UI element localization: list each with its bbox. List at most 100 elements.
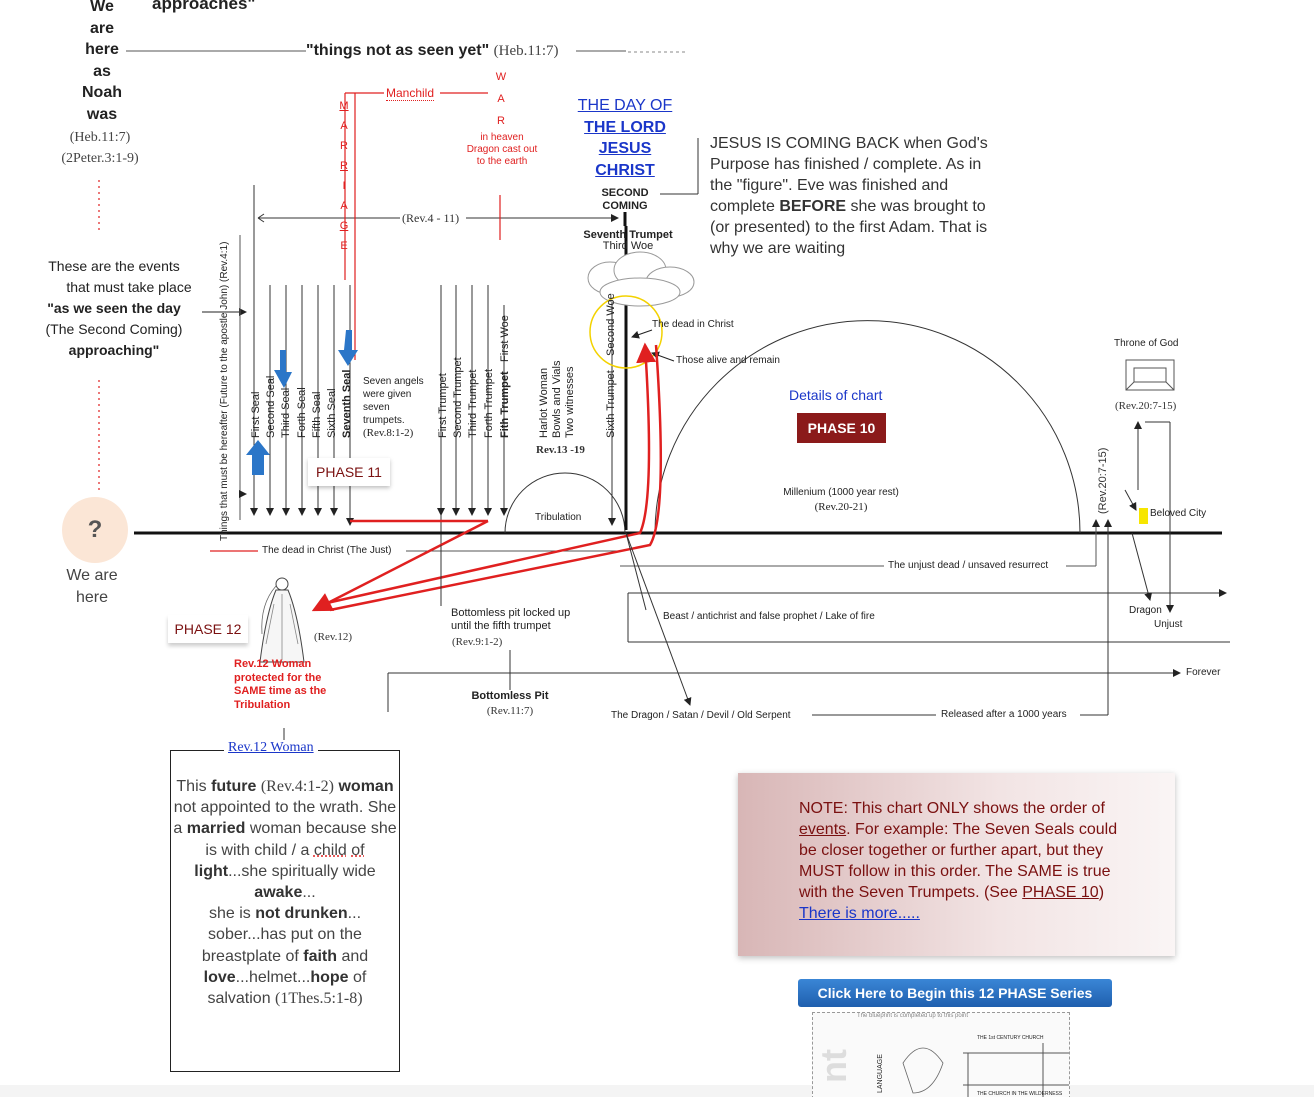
phase-11-label[interactable]: PHASE 11: [308, 458, 390, 486]
seven-angels-line: trumpets.: [363, 415, 405, 426]
note-text-part: ): [1098, 884, 1105, 901]
marriage-letter: M: [339, 100, 349, 112]
seven-angels-note: Seven angels were given seven trumpets. …: [363, 375, 424, 440]
marriage-letter: R: [340, 140, 348, 152]
events-block: These are the events that must take plac…: [20, 256, 208, 361]
dead-in-christ-just: The dead in Christ (The Just): [262, 545, 392, 556]
rev12-note-line: Rev.12 Woman: [234, 658, 312, 670]
thumb-caption: The blueprint is completed up to this po…: [857, 1013, 969, 1019]
noah-ref: (2Peter.3:1-9): [61, 151, 139, 166]
bowls-label: Bowls and Vials: [551, 360, 563, 438]
events-line: (The Second Coming): [45, 321, 183, 337]
second-coming-label: SECOND COMING: [585, 187, 665, 213]
events-line: These are the events: [48, 258, 180, 274]
noah-ref: (Heb.11:7): [69, 130, 131, 145]
marriage-letter: A: [340, 120, 348, 132]
noah-line: as: [93, 62, 111, 80]
war-note-line: in heaven: [480, 132, 524, 143]
woman-box-title-link[interactable]: Rev.12 Woman: [224, 740, 318, 756]
third-woe-label: Third Woe: [602, 240, 654, 252]
rev-9-label: (Rev.9:1-2): [452, 636, 503, 648]
trumpet-label: Third Trumpet: [467, 369, 479, 438]
bottomless-locked-label: Bottomless pit locked up until the fifth…: [451, 607, 570, 633]
war-letters: W A R: [494, 66, 508, 132]
seal-label: Sixth Seal: [326, 388, 338, 438]
throne-of-god-label: Throne of God: [1114, 338, 1179, 349]
war-note-line: to the earth: [476, 156, 528, 167]
thumb-church-wild: THE CHURCH IN THE WILDERNESS: [977, 1091, 1063, 1097]
woman-figure-icon: [259, 577, 305, 663]
trumpet-label: Second Trumpet: [452, 357, 464, 438]
marriage-letter: E: [340, 240, 348, 252]
unjust-label: Unjust: [1154, 619, 1183, 630]
unjust-dead-label: The unjust dead / unsaved resurrect: [888, 560, 1049, 571]
noah-block: We are here as Noah was: [70, 0, 134, 125]
things-not-seen-label: "things not as seen yet" (Heb.11:7): [306, 42, 559, 60]
second-coming-line: SECOND: [601, 187, 649, 199]
thumb-century: THE 1st CENTURY CHURCH: [977, 1035, 1044, 1041]
day-of-the-lord[interactable]: THE DAY OF THE LORD JESUS CHRIST: [565, 95, 685, 181]
note-box: [738, 773, 1175, 956]
rev12-note-line: Tribulation: [234, 698, 291, 711]
bottomless-locked-line: Bottomless pit locked up: [451, 607, 571, 619]
seal-label: Seventh Seal: [341, 369, 353, 438]
noah-line: are: [89, 19, 115, 37]
war-note: in heaven Dragon cast out to the earth: [450, 132, 554, 168]
seal-label: Second Seal: [265, 375, 277, 438]
things-hereafter-label: Things that must be hereafter (Future to…: [219, 241, 230, 541]
events-line-bold: "as we seen the day: [47, 300, 181, 316]
war-letter: A: [497, 93, 505, 105]
war-letter: R: [497, 115, 505, 127]
war-note-line: Dragon cast out: [466, 144, 538, 155]
events-link[interactable]: events: [799, 821, 847, 838]
beast-label: Beast / antichrist and false prophet / L…: [663, 611, 875, 622]
events-line-bold: approaching": [68, 342, 160, 358]
phase-10-link[interactable]: PHASE 10: [1022, 884, 1099, 901]
phase-12-label[interactable]: PHASE 12: [168, 615, 248, 643]
we-are-here-label: We are here: [52, 565, 132, 609]
day-of-lord-link[interactable]: JESUS: [598, 140, 652, 157]
seven-angels-line: were given: [363, 389, 412, 400]
phase-10-button[interactable]: PHASE 10: [797, 413, 886, 443]
jesus-note-bold: BEFORE: [779, 198, 847, 215]
seal-label: First Seal: [250, 391, 262, 438]
sixth-trumpet-label: Sixth Trumpet: [605, 370, 617, 438]
there-is-more-link[interactable]: There is more.....: [799, 905, 920, 922]
events-line: that must take place: [66, 279, 192, 295]
beloved-city-label: Beloved City: [1150, 508, 1207, 519]
question-circle: ?: [62, 497, 128, 563]
released-label: Released after a 1000 years: [941, 709, 1067, 720]
seven-angels-line: Seven angels: [363, 376, 424, 387]
rev-12-small: (Rev.12): [314, 631, 353, 643]
first-woe-label: First Woe: [499, 315, 511, 362]
trumpet-label: Fith Trumpet: [499, 371, 511, 438]
second-coming-line: COMING: [602, 200, 648, 212]
trumpet-label: First Trumpet: [437, 373, 449, 438]
trumpet-label: Forth Trumpet: [483, 368, 495, 438]
begin-series-button[interactable]: Click Here to Begin this 12 PHASE Series: [798, 979, 1112, 1007]
we-are-here-line: here: [75, 589, 109, 606]
dead-in-christ-top: The dead in Christ: [652, 319, 734, 330]
day-of-lord-link[interactable]: THE DAY OF: [577, 97, 673, 114]
series-thumbnail[interactable]: The blueprint is completed up to this po…: [812, 1012, 1070, 1097]
rev-11-7-label: (Rev.11:7): [486, 705, 534, 717]
thumb-language: LANGUAGE: [877, 1054, 884, 1093]
noah-line: Noah: [82, 84, 122, 101]
note-text-part: NOTE: This chart ONLY shows the order of: [799, 800, 1105, 817]
rev-20-7-vertical: (Rev.20:7-15): [1097, 447, 1109, 514]
rev12-woman-note: Rev.12 Woman protected for the SAME time…: [234, 658, 326, 712]
things-not-seen-text: "things not as seen yet": [306, 42, 490, 59]
noah-line: here: [85, 41, 119, 58]
millenium-ref: (Rev.20-21): [814, 501, 868, 513]
seven-angels-line: seven: [363, 402, 390, 413]
seal-label: Fifth Seal: [311, 391, 323, 438]
marriage-letter: A: [340, 200, 348, 212]
harlot-label: Harlot Woman: [538, 367, 550, 438]
seal-label: Forth Seal: [296, 387, 308, 438]
noah-line: We: [90, 0, 114, 15]
day-of-lord-link[interactable]: THE LORD: [584, 118, 666, 136]
day-of-lord-link[interactable]: CHRIST: [595, 161, 655, 179]
details-of-chart: Details of chart: [789, 387, 883, 403]
seventh-trumpet-label: Seventh Trumpet: [583, 229, 673, 241]
dragon-satan-label: The Dragon / Satan / Devil / Old Serpent: [611, 710, 791, 721]
